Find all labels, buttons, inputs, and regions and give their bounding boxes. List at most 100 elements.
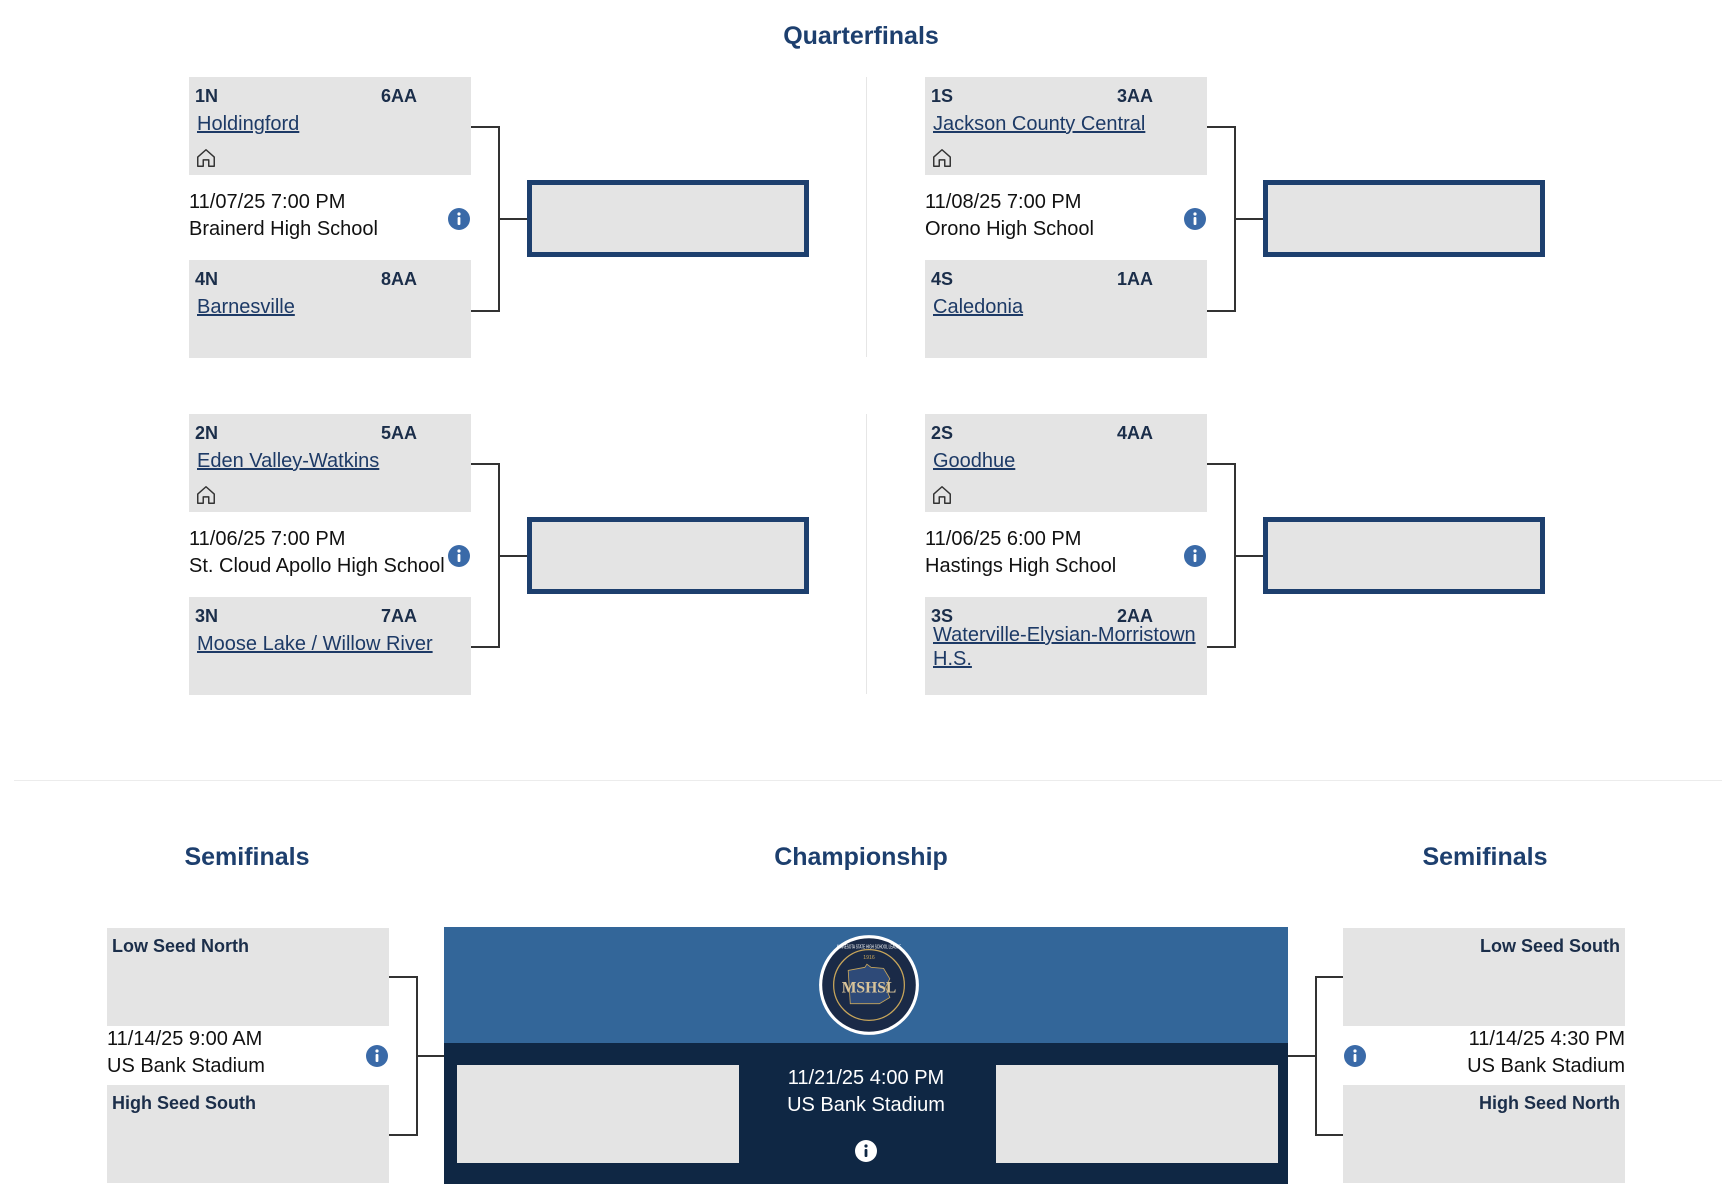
game-venue: Hastings High School (925, 555, 1117, 577)
championship-slot-left (457, 1065, 739, 1163)
game-venue: US Bank Stadium (107, 1055, 265, 1077)
bracket-line (1315, 976, 1343, 978)
team-slot-top: 2S 4AA Goodhue (925, 414, 1207, 512)
bracket-line (471, 310, 499, 312)
info-icon[interactable] (854, 1139, 878, 1163)
bracket-line (1207, 310, 1235, 312)
game-venue: Orono High School (925, 218, 1094, 240)
team-link[interactable]: Moose Lake / Willow River (197, 633, 433, 655)
game-info: 11/07/25 7:00 PM Brainerd High School (189, 189, 378, 243)
semifinal-slot-label: High Seed North (1478, 1093, 1620, 1113)
team-link[interactable]: Jackson County Central (933, 113, 1146, 135)
game-venue: Brainerd High School (189, 218, 378, 240)
bracket-line (416, 1055, 444, 1057)
mshsl-logo-text: MSHSL (842, 979, 897, 996)
semifinal-slot-label: Low Seed North (112, 936, 250, 956)
team-link[interactable]: Caledonia (933, 296, 1024, 318)
home-icon (197, 486, 215, 504)
championship-heading: Championship (774, 843, 948, 871)
game-date: 11/14/25 4:30 PM (1468, 1028, 1625, 1050)
class-rank-label: 5AA (381, 423, 418, 443)
winner-slot (527, 180, 809, 257)
home-icon (197, 149, 215, 167)
bracket-line (1315, 1134, 1343, 1136)
seed-label: 1S (931, 86, 954, 106)
section-divider (14, 780, 1722, 781)
winner-slot (1263, 517, 1545, 594)
championship-game-info: 11/21/25 4:00 PM US Bank Stadium (741, 1065, 991, 1119)
semifinal-slot-label: High Seed South (112, 1093, 256, 1113)
seed-label: 4S (931, 269, 954, 289)
team-slot-bottom: 4S 1AA Caledonia (925, 260, 1207, 358)
championship-banner: MSHSL MINNESOTA STATE HIGH SCHOOL LEAGUE… (444, 927, 1288, 1043)
home-icon (933, 149, 951, 167)
bracket-line (1315, 976, 1317, 1136)
team-link[interactable]: Waterville-Elysian-Morristown H.S. (933, 624, 1196, 670)
info-icon[interactable] (365, 1044, 389, 1068)
winner-slot (1263, 180, 1545, 257)
game-date: 11/08/25 7:00 PM (925, 191, 1082, 213)
info-icon[interactable] (447, 544, 471, 568)
bracket-line (1207, 126, 1235, 128)
info-icon[interactable] (447, 207, 471, 231)
championship-panel: MSHSL MINNESOTA STATE HIGH SCHOOL LEAGUE… (444, 927, 1288, 1184)
team-link[interactable]: Eden Valley-Watkins (197, 450, 380, 472)
bracket-divider-top (866, 77, 867, 357)
class-rank-label: 2AA (1117, 606, 1154, 626)
team-link[interactable]: Goodhue (933, 450, 1016, 472)
bracket-line (1207, 463, 1235, 465)
bracket-line (1234, 555, 1263, 557)
bracket-line (471, 126, 499, 128)
bracket-divider-bottom (866, 414, 867, 694)
seed-label: 2N (195, 423, 219, 443)
home-icon (933, 486, 951, 504)
team-slot-bottom: 3S 2AA Waterville-Elysian-Morristown H.S… (925, 597, 1207, 695)
class-rank-label: 6AA (381, 86, 418, 106)
semifinal-slot-bottom: High Seed North (1343, 1085, 1625, 1183)
game-date: 11/14/25 9:00 AM (107, 1028, 263, 1050)
class-rank-label: 8AA (381, 269, 418, 289)
info-icon[interactable] (1183, 207, 1207, 231)
bracket-line (471, 463, 499, 465)
semifinals-right-heading: Semifinals (1422, 843, 1548, 871)
seed-label: 3S (931, 606, 954, 626)
game-date: 11/21/25 4:00 PM (787, 1067, 945, 1089)
team-link[interactable]: Barnesville (197, 296, 295, 318)
championship-slot-right (996, 1065, 1278, 1163)
team-link[interactable]: Holdingford (197, 113, 300, 135)
bracket-line (471, 646, 499, 648)
seed-label: 1N (195, 86, 219, 106)
game-venue: US Bank Stadium (787, 1094, 945, 1116)
bracket-line (498, 218, 527, 220)
team-slot-bottom: 3N 7AA Moose Lake / Willow River (189, 597, 471, 695)
mshsl-logo: MSHSL MINNESOTA STATE HIGH SCHOOL LEAGUE… (819, 935, 919, 1035)
seed-label: 3N (195, 606, 219, 626)
team-slot-bottom: 4N 8AA Barnesville (189, 260, 471, 358)
bracket-line (1288, 1055, 1316, 1057)
semifinals-left-heading: Semifinals (184, 843, 310, 871)
team-slot-top: 2N 5AA Eden Valley-Watkins (189, 414, 471, 512)
class-rank-label: 7AA (381, 606, 418, 626)
team-slot-top: 1N 6AA Holdingford (189, 77, 471, 175)
info-icon[interactable] (1343, 1044, 1367, 1068)
bracket-line (389, 976, 417, 978)
seed-label: 2S (931, 423, 954, 443)
class-rank-label: 4AA (1117, 423, 1154, 443)
game-date: 11/06/25 6:00 PM (925, 528, 1082, 550)
info-icon[interactable] (1183, 544, 1207, 568)
semifinal-slot-label: Low Seed South (1479, 936, 1620, 956)
class-rank-label: 3AA (1117, 86, 1154, 106)
mshsl-logo-ring-text: MINNESOTA STATE HIGH SCHOOL LEAGUE (837, 945, 902, 951)
semifinal-slot-top: Low Seed North (107, 928, 389, 1026)
game-info: 11/06/25 6:00 PM Hastings High School (925, 526, 1116, 580)
bracket-line (389, 1134, 417, 1136)
game-info: 11/06/25 7:00 PM St. Cloud Apollo High S… (189, 526, 445, 580)
game-venue: St. Cloud Apollo High School (189, 555, 445, 577)
semifinal-slot-top: Low Seed South (1343, 928, 1625, 1026)
game-info: 11/14/25 9:00 AM US Bank Stadium (107, 1026, 265, 1080)
mshsl-logo-year: 1916 (863, 955, 875, 961)
seed-label: 4N (195, 269, 219, 289)
team-slot-top: 1S 3AA Jackson County Central (925, 77, 1207, 175)
class-rank-label: 1AA (1117, 269, 1154, 289)
bracket-line (1207, 646, 1235, 648)
